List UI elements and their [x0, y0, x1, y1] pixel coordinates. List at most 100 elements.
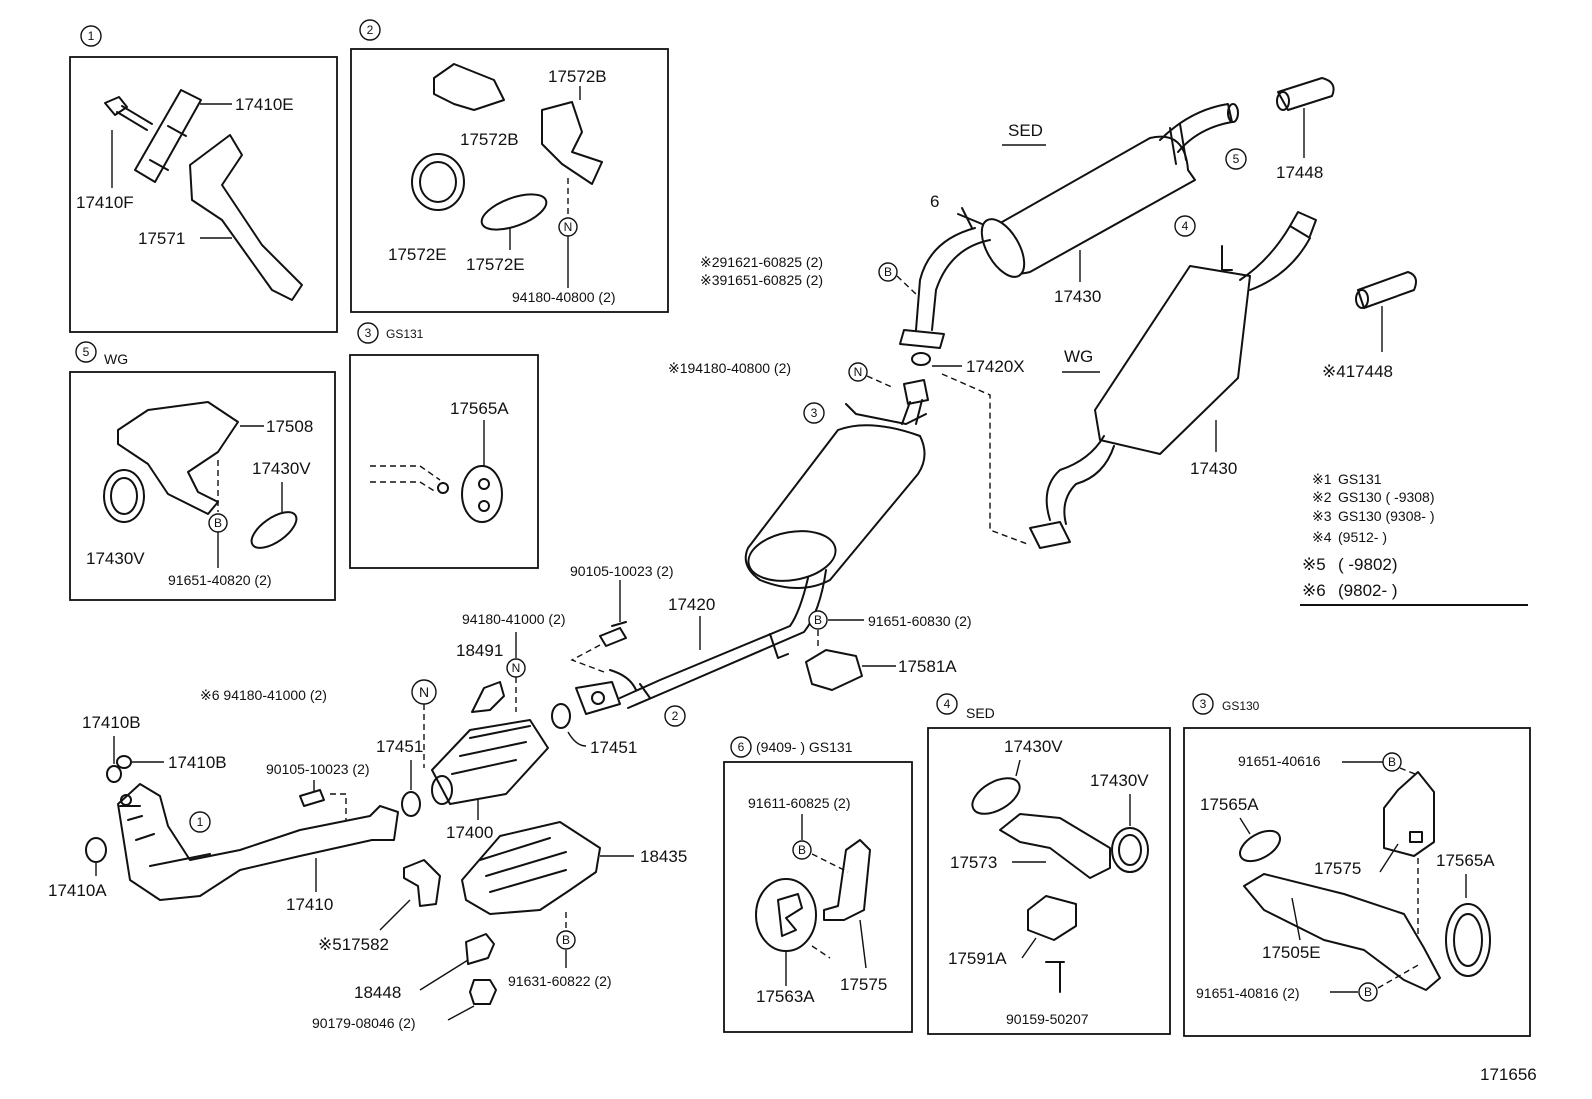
box6-number: 6	[738, 740, 745, 754]
box3b-tag: GS130	[1222, 699, 1260, 713]
bracket-18491	[471, 681, 505, 713]
inset-box-3-gs131: 3 GS131 17565A	[349, 322, 539, 569]
label-17581a: 17581A	[898, 657, 957, 676]
box4-number: 4	[944, 697, 951, 711]
label-17565a-box3b-2: 17565A	[1436, 851, 1495, 870]
symbol-n-box2: N	[564, 220, 573, 234]
label-90105-a: 90105-10023 (2)	[570, 563, 674, 579]
label-17448-wg: ※417448	[1322, 362, 1393, 381]
gasket-17451-a	[551, 703, 571, 729]
gasket-17430v-a	[103, 469, 145, 523]
label-17571: 17571	[138, 229, 185, 248]
nut-17410a	[85, 837, 107, 863]
bolt-17410f	[104, 96, 153, 131]
note-1-mark: ※1	[1312, 471, 1332, 487]
bracket-17572b-a	[433, 63, 505, 111]
box3a-tag: GS131	[386, 327, 424, 341]
note-4-text: (9512- )	[1338, 529, 1387, 545]
label-17582: ※517582	[318, 935, 389, 954]
note-3-mark: ※3	[1312, 508, 1332, 524]
label-17430v-2: 17430V	[86, 549, 145, 568]
gasket-17572e-b	[480, 193, 548, 231]
label-91611: 91611-60825 (2)	[748, 795, 850, 811]
hanger-17581a	[805, 649, 863, 691]
symbol-b-box5: B	[214, 516, 222, 530]
pipe-17420	[619, 569, 827, 709]
insulator-17565a-box3b-1	[1239, 829, 1281, 863]
applicability-notes: ※1 GS131 ※2 GS130 ( -9308) ※3 GS130 (930…	[1300, 471, 1528, 606]
symbol-b-box6: B	[798, 843, 806, 857]
note-1-text: GS131	[1338, 471, 1382, 487]
box2-number: 2	[367, 23, 374, 37]
shield-17582	[403, 859, 441, 907]
label-17420x: 17420X	[966, 357, 1025, 376]
box3b-number: 3	[1200, 697, 1207, 711]
gasket-17430v-box4b	[1111, 827, 1149, 873]
bracket-17572b-b	[541, 101, 603, 185]
note-3-text: GS130 (9308- )	[1338, 508, 1435, 524]
box4-tag: SED	[966, 705, 995, 721]
label-18491: 18491	[456, 641, 503, 660]
front-pipe-17410	[117, 783, 399, 901]
box5-number: 5	[83, 345, 90, 359]
svg-text:N: N	[512, 661, 521, 675]
inset-box-6: 6 (9409- ) GS131 91611-60825 (2) B 17563…	[723, 736, 913, 1033]
box1-number: 1	[88, 29, 95, 43]
label-91651-40816: 91651-40816 (2)	[1196, 985, 1300, 1001]
svg-text:N: N	[854, 365, 863, 379]
pipe-wg-inlet	[1045, 435, 1115, 525]
label-17430v-1: 17430V	[252, 459, 311, 478]
gasket-17572e-a	[411, 153, 465, 211]
svg-text:B: B	[814, 613, 822, 627]
muffler-17430-wg	[1094, 265, 1251, 455]
gasket-17451-b	[401, 791, 421, 817]
label-17410: 17410	[286, 895, 333, 914]
label-ref1: ※194180-40800 (2)	[668, 360, 791, 376]
figure-id: 171656	[1480, 1065, 1537, 1084]
label-17572e-1: 17572E	[388, 245, 447, 264]
label-17591a: 17591A	[948, 949, 1007, 968]
label-17410b-2: 17410B	[168, 753, 227, 772]
pipe-sed-inlet	[915, 227, 991, 331]
label-17410b-1: 17410B	[82, 713, 141, 732]
callout-4: 4	[1182, 219, 1189, 233]
label-17430v-box4b: 17430V	[1090, 771, 1149, 790]
inset-box-3-gs130: 3 GS130 91651-40616 B 17575 17565A 17565…	[1183, 693, 1531, 1037]
note-5-mark: ※5	[1302, 555, 1326, 574]
label-17563a: 17563A	[756, 987, 815, 1006]
svg-text:B: B	[884, 265, 892, 279]
label-91631: 91631-60822 (2)	[508, 973, 612, 989]
gasket-17430v-box4a	[971, 777, 1021, 815]
label-sed: SED	[1008, 121, 1043, 140]
label-17400: 17400	[446, 823, 493, 842]
label-94180-41000: 94180-41000 (2)	[462, 611, 566, 627]
box6-header: (9409- ) GS131	[756, 739, 853, 755]
bracket-17575-box6	[823, 839, 871, 921]
label-94180-40800: 94180-40800 (2)	[512, 289, 616, 305]
label-ref2: ※291621-60825 (2)	[700, 254, 823, 270]
insulator-17565a	[461, 465, 503, 523]
svg-text:B: B	[562, 933, 570, 947]
label-17410a: 17410A	[48, 881, 107, 900]
label-91651-40820: 91651-40820 (2)	[168, 572, 272, 588]
note-6-mark: ※6	[1302, 581, 1326, 600]
note-2-text: GS130 ( -9308)	[1338, 489, 1435, 505]
inset-box-5-wg: 5 WG 17508 17430V 17430V B 91651-40820 (…	[69, 341, 336, 601]
label-17575-box6: 17575	[840, 975, 887, 994]
label-90159: 90159-50207	[1006, 1011, 1089, 1027]
main-assembly: SED 5 4 17448 17430 6 ※291621-60825 (2) …	[48, 77, 1417, 1031]
label-17505e: 17505E	[1262, 943, 1321, 962]
label-18448: 18448	[354, 983, 401, 1002]
label-90105-b: 90105-10023 (2)	[266, 761, 370, 777]
label-17572b-2: 17572B	[548, 67, 607, 86]
label-17565a-box3: 17565A	[450, 399, 509, 418]
label-17508: 17508	[266, 417, 313, 436]
callout-3: 3	[811, 406, 818, 420]
label-17575-box3: 17575	[1314, 859, 1361, 878]
label-17410e: 17410E	[235, 95, 294, 114]
label-17430-sed: 17430	[1054, 287, 1101, 306]
label-17572e-2: 17572E	[466, 255, 525, 274]
label-ref3: ※391651-60825 (2)	[700, 272, 823, 288]
label-17572b-1: 17572B	[460, 130, 519, 149]
